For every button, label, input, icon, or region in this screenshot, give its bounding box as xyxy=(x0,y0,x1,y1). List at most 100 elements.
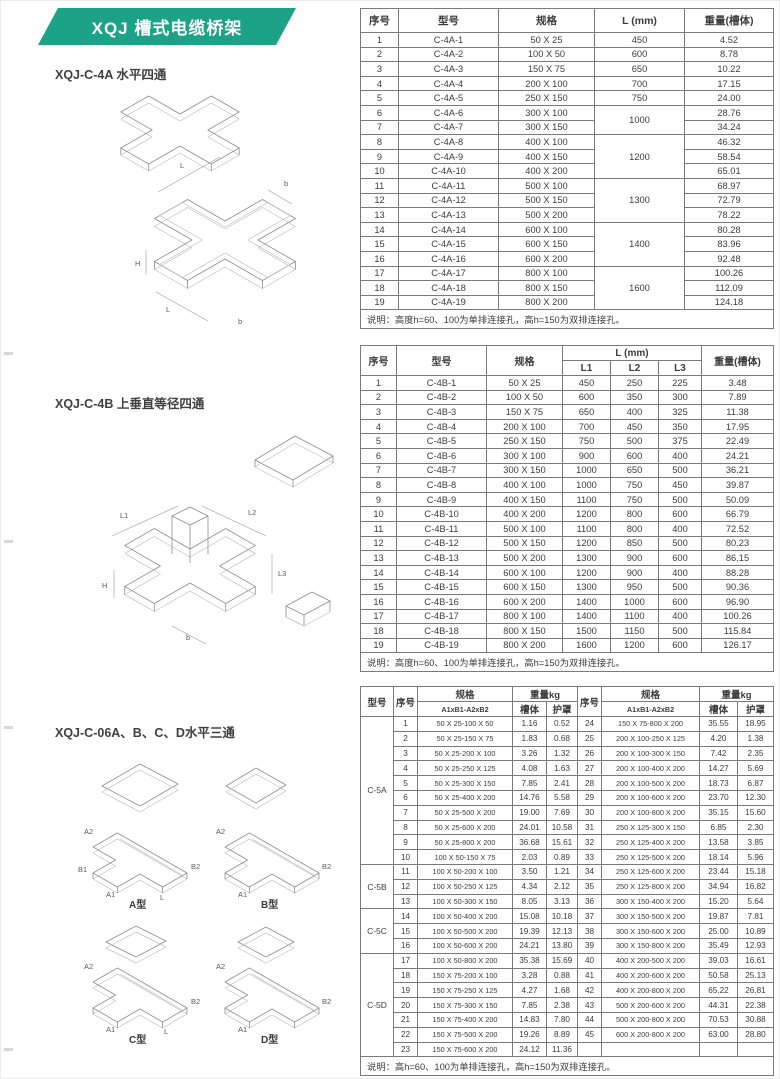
no-cell: 27 xyxy=(577,760,602,777)
cover-cell: 11.36 xyxy=(546,1041,578,1058)
cover-cell: 0.89 xyxy=(546,849,578,865)
c06-diagram: A2 B2 B1 A1 L A2 B2 A1 A2 B2 A1 L A2 B2 … xyxy=(78,763,331,1046)
spec-cell: 500 X 200-800 X 200 xyxy=(601,1011,700,1028)
weight-cell: 58.54 xyxy=(684,148,774,165)
l3-cell: 400 xyxy=(657,520,703,537)
body-cell xyxy=(699,1041,738,1058)
model-cell: C-4B-17 xyxy=(396,608,487,625)
col-header-l3: L3 xyxy=(657,360,703,376)
col-header-weight: 重量(槽体) xyxy=(701,345,775,376)
l2-cell: 600 xyxy=(610,447,659,464)
body-cell: 7.85 xyxy=(512,997,547,1013)
spec-cell: 400 X 150 xyxy=(486,491,563,508)
spec-cell: 250 X 125-800 X 200 xyxy=(601,878,700,895)
weight-cell: 11.38 xyxy=(701,404,775,420)
no-cell: 42 xyxy=(577,982,602,999)
cover-cell: 2.35 xyxy=(737,745,774,762)
model-cell: C-5A xyxy=(360,716,394,865)
spec-cell: 250 X 150 xyxy=(498,90,595,106)
spec-cell: 400 X 200 xyxy=(498,163,595,179)
cover-cell: 7.81 xyxy=(737,908,774,925)
no-cell: 7 xyxy=(393,804,418,821)
no-cell: 12 xyxy=(393,878,418,895)
model-cell: C-4A-17 xyxy=(398,265,499,282)
cover-cell: 12.30 xyxy=(737,789,774,806)
model-cell: C-4B-10 xyxy=(396,506,487,522)
l1-cell: 600 xyxy=(562,389,611,406)
cover-cell: 2.38 xyxy=(546,997,578,1013)
no-cell: 18 xyxy=(393,967,418,984)
c4a-note-row: 说明：高度h=60、100为单排连接孔，高h=150为双排连接孔。 xyxy=(360,309,774,330)
banner: XQJ 槽式电缆桥架 xyxy=(38,8,296,45)
l1-cell: 900 xyxy=(562,447,611,464)
c06-table: 型号 序号 规格 重量kg 序号 规格 重量kg A1xB1-A2xB2 槽体 … xyxy=(360,686,774,1077)
spec-cell: 50 X 25-150 X 75 xyxy=(417,730,513,747)
c4b-diagram: L1 L2 L3 H b xyxy=(102,435,334,645)
body-cell: 3.26 xyxy=(512,745,547,762)
l3-cell: 375 xyxy=(657,433,703,449)
no-cell: 5 xyxy=(360,90,399,106)
model-cell: C-4A-6 xyxy=(398,104,499,121)
no-cell: 17 xyxy=(360,265,399,282)
l1-cell: 1200 xyxy=(562,506,611,522)
l3-cell: 400 xyxy=(657,564,703,581)
c06-subheader-row: A1xB1-A2xB2 槽体 护罩 A1xB1-A2xB2 槽体 护罩 xyxy=(361,701,774,717)
c06-note-row: 说明：高h=60、100为单排连接孔，高h=150为双排连接孔。 xyxy=(360,1056,774,1077)
col-header-spec: 规格 xyxy=(486,345,563,376)
c4a-diagram: L b H L b xyxy=(120,95,296,326)
no-cell: 44 xyxy=(577,1011,602,1028)
body-cell: 23.70 xyxy=(699,789,738,806)
body-cell: 18.73 xyxy=(699,775,738,791)
no-cell: 5 xyxy=(393,775,418,791)
spec-cell: 400 X 200-500 X 200 xyxy=(601,952,700,969)
model-cell: C-4A-16 xyxy=(398,250,499,267)
l3-cell: 600 xyxy=(657,593,703,610)
type-label-c: C型 xyxy=(129,1033,146,1046)
weight-cell: 22.49 xyxy=(701,433,775,449)
body-cell: 4.34 xyxy=(512,878,547,895)
body-cell: 4.27 xyxy=(512,982,547,999)
spec-cell: 150 X 75-400 X 200 xyxy=(417,1011,513,1028)
col-header-body: 槽体 xyxy=(512,701,547,717)
no-cell: 16 xyxy=(360,250,399,267)
body-cell: 19.87 xyxy=(699,908,738,925)
cover-cell: 5.69 xyxy=(737,760,774,777)
l1-cell: 1100 xyxy=(562,491,611,508)
weight-cell: 78.22 xyxy=(684,207,774,223)
col-header-no: 序号 xyxy=(393,686,418,717)
cover-cell: 16.61 xyxy=(737,952,774,969)
cover-cell: 3.85 xyxy=(737,834,774,851)
l2-cell: 950 xyxy=(610,579,659,595)
weight-cell: 3.48 xyxy=(701,375,775,391)
model-cell: C-4A-4 xyxy=(398,75,499,92)
no-cell: 17 xyxy=(393,952,418,969)
l2-cell: 650 xyxy=(610,462,659,479)
spec-cell: 600 X 150 xyxy=(498,236,595,252)
spec-cell: 250 X 125-400 X 200 xyxy=(601,834,700,851)
body-cell: 24.01 xyxy=(512,819,547,836)
no-cell: 18 xyxy=(360,280,399,296)
banner-title: XQJ 槽式电缆桥架 xyxy=(91,19,243,38)
body-cell: 7.85 xyxy=(512,775,547,791)
no-cell: 24 xyxy=(577,716,602,732)
no-cell: 10 xyxy=(360,163,399,179)
l1-cell: 1300 xyxy=(562,579,611,595)
l2-cell: 800 xyxy=(610,506,659,522)
spec-cell: 50 X 25 xyxy=(498,32,595,48)
